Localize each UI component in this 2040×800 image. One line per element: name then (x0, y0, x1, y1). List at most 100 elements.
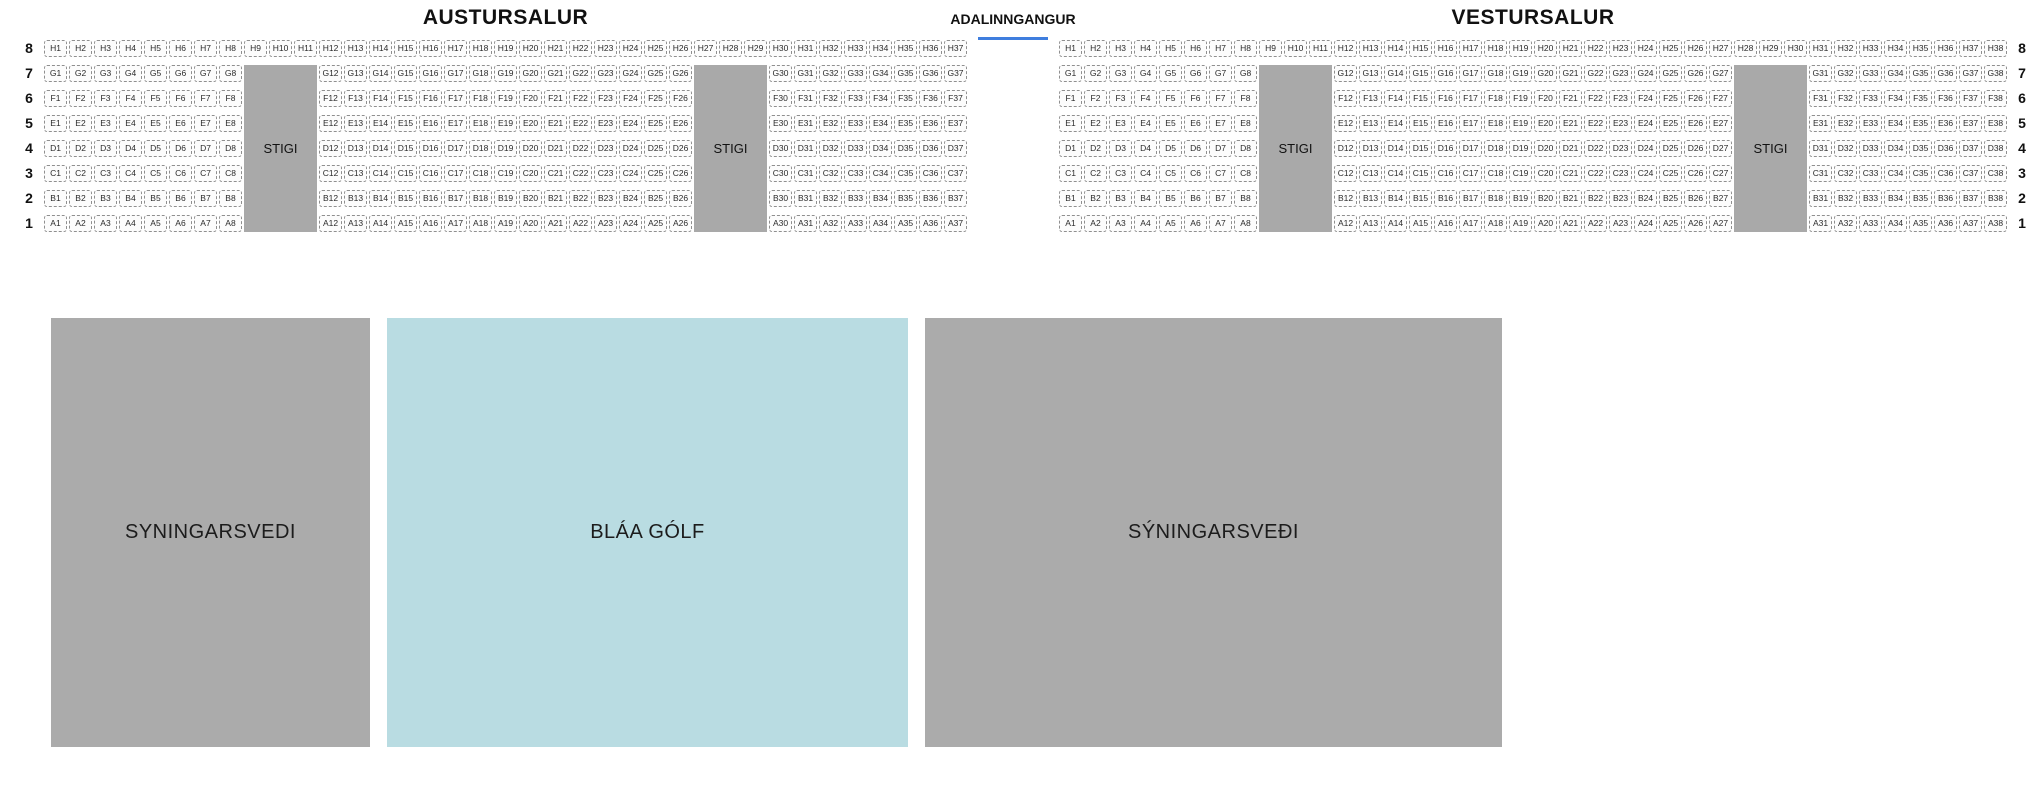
seat-B34[interactable]: B34 (869, 190, 892, 207)
seat-G1[interactable]: G1 (1059, 65, 1082, 82)
seat-E2[interactable]: E2 (69, 115, 92, 132)
seat-E37[interactable]: E37 (1959, 115, 1982, 132)
seat-A33[interactable]: A33 (844, 215, 867, 232)
seat-D1[interactable]: D1 (44, 140, 67, 157)
seat-H26[interactable]: H26 (669, 40, 692, 57)
seat-E1[interactable]: E1 (1059, 115, 1082, 132)
seat-F8[interactable]: F8 (219, 90, 242, 107)
seat-D35[interactable]: D35 (1909, 140, 1932, 157)
seat-B12[interactable]: B12 (319, 190, 342, 207)
seat-D7[interactable]: D7 (194, 140, 217, 157)
seat-F16[interactable]: F16 (419, 90, 442, 107)
seat-H34[interactable]: H34 (869, 40, 892, 57)
seat-B7[interactable]: B7 (194, 190, 217, 207)
seat-B19[interactable]: B19 (1509, 190, 1532, 207)
seat-C26[interactable]: C26 (1684, 165, 1707, 182)
seat-H5[interactable]: H5 (144, 40, 167, 57)
seat-G4[interactable]: G4 (1134, 65, 1157, 82)
seat-D15[interactable]: D15 (1409, 140, 1432, 157)
seat-E8[interactable]: E8 (1234, 115, 1257, 132)
seat-B2[interactable]: B2 (1084, 190, 1107, 207)
seat-E25[interactable]: E25 (644, 115, 667, 132)
seat-F37[interactable]: F37 (1959, 90, 1982, 107)
seat-G31[interactable]: G31 (794, 65, 817, 82)
seat-G32[interactable]: G32 (1834, 65, 1857, 82)
seat-C24[interactable]: C24 (1634, 165, 1657, 182)
seat-G18[interactable]: G18 (469, 65, 492, 82)
seat-F32[interactable]: F32 (819, 90, 842, 107)
seat-E19[interactable]: E19 (1509, 115, 1532, 132)
seat-G35[interactable]: G35 (1909, 65, 1932, 82)
seat-A20[interactable]: A20 (519, 215, 542, 232)
seat-C1[interactable]: C1 (44, 165, 67, 182)
seat-C31[interactable]: C31 (794, 165, 817, 182)
seat-A1[interactable]: A1 (44, 215, 67, 232)
seat-H21[interactable]: H21 (1559, 40, 1582, 57)
seat-A33[interactable]: A33 (1859, 215, 1882, 232)
seat-A8[interactable]: A8 (219, 215, 242, 232)
seat-D12[interactable]: D12 (1334, 140, 1357, 157)
seat-E27[interactable]: E27 (1709, 115, 1732, 132)
seat-H33[interactable]: H33 (1859, 40, 1882, 57)
seat-H13[interactable]: H13 (344, 40, 367, 57)
seat-E26[interactable]: E26 (1684, 115, 1707, 132)
seat-B21[interactable]: B21 (1559, 190, 1582, 207)
seat-G6[interactable]: G6 (1184, 65, 1207, 82)
seat-B25[interactable]: B25 (644, 190, 667, 207)
seat-C27[interactable]: C27 (1709, 165, 1732, 182)
seat-H26[interactable]: H26 (1684, 40, 1707, 57)
seat-C3[interactable]: C3 (1109, 165, 1132, 182)
seat-B22[interactable]: B22 (569, 190, 592, 207)
seat-H24[interactable]: H24 (1634, 40, 1657, 57)
seat-D2[interactable]: D2 (1084, 140, 1107, 157)
seat-H35[interactable]: H35 (894, 40, 917, 57)
seat-H20[interactable]: H20 (519, 40, 542, 57)
seat-B34[interactable]: B34 (1884, 190, 1907, 207)
seat-F14[interactable]: F14 (1384, 90, 1407, 107)
seat-F4[interactable]: F4 (119, 90, 142, 107)
seat-B20[interactable]: B20 (1534, 190, 1557, 207)
seat-C35[interactable]: C35 (894, 165, 917, 182)
seat-E13[interactable]: E13 (344, 115, 367, 132)
seat-F20[interactable]: F20 (519, 90, 542, 107)
seat-G5[interactable]: G5 (144, 65, 167, 82)
seat-G3[interactable]: G3 (94, 65, 117, 82)
seat-C6[interactable]: C6 (169, 165, 192, 182)
seat-E14[interactable]: E14 (369, 115, 392, 132)
seat-E18[interactable]: E18 (1484, 115, 1507, 132)
seat-D22[interactable]: D22 (569, 140, 592, 157)
seat-C15[interactable]: C15 (1409, 165, 1432, 182)
seat-H17[interactable]: H17 (444, 40, 467, 57)
seat-B14[interactable]: B14 (369, 190, 392, 207)
seat-F24[interactable]: F24 (1634, 90, 1657, 107)
seat-D17[interactable]: D17 (444, 140, 467, 157)
seat-H29[interactable]: H29 (744, 40, 767, 57)
seat-H7[interactable]: H7 (1209, 40, 1232, 57)
seat-D21[interactable]: D21 (544, 140, 567, 157)
seat-F6[interactable]: F6 (1184, 90, 1207, 107)
seat-A13[interactable]: A13 (344, 215, 367, 232)
seat-H4[interactable]: H4 (119, 40, 142, 57)
seat-D12[interactable]: D12 (319, 140, 342, 157)
seat-E38[interactable]: E38 (1984, 115, 2007, 132)
seat-D32[interactable]: D32 (1834, 140, 1857, 157)
seat-F32[interactable]: F32 (1834, 90, 1857, 107)
seat-B4[interactable]: B4 (1134, 190, 1157, 207)
seat-E21[interactable]: E21 (544, 115, 567, 132)
seat-F7[interactable]: F7 (194, 90, 217, 107)
seat-A13[interactable]: A13 (1359, 215, 1382, 232)
seat-H14[interactable]: H14 (1384, 40, 1407, 57)
seat-E18[interactable]: E18 (469, 115, 492, 132)
seat-A22[interactable]: A22 (569, 215, 592, 232)
seat-D18[interactable]: D18 (1484, 140, 1507, 157)
seat-A5[interactable]: A5 (1159, 215, 1182, 232)
seat-F12[interactable]: F12 (1334, 90, 1357, 107)
seat-B25[interactable]: B25 (1659, 190, 1682, 207)
seat-G37[interactable]: G37 (944, 65, 967, 82)
seat-H17[interactable]: H17 (1459, 40, 1482, 57)
seat-B37[interactable]: B37 (1959, 190, 1982, 207)
seat-H36[interactable]: H36 (1934, 40, 1957, 57)
seat-B17[interactable]: B17 (1459, 190, 1482, 207)
seat-D36[interactable]: D36 (919, 140, 942, 157)
seat-F26[interactable]: F26 (669, 90, 692, 107)
